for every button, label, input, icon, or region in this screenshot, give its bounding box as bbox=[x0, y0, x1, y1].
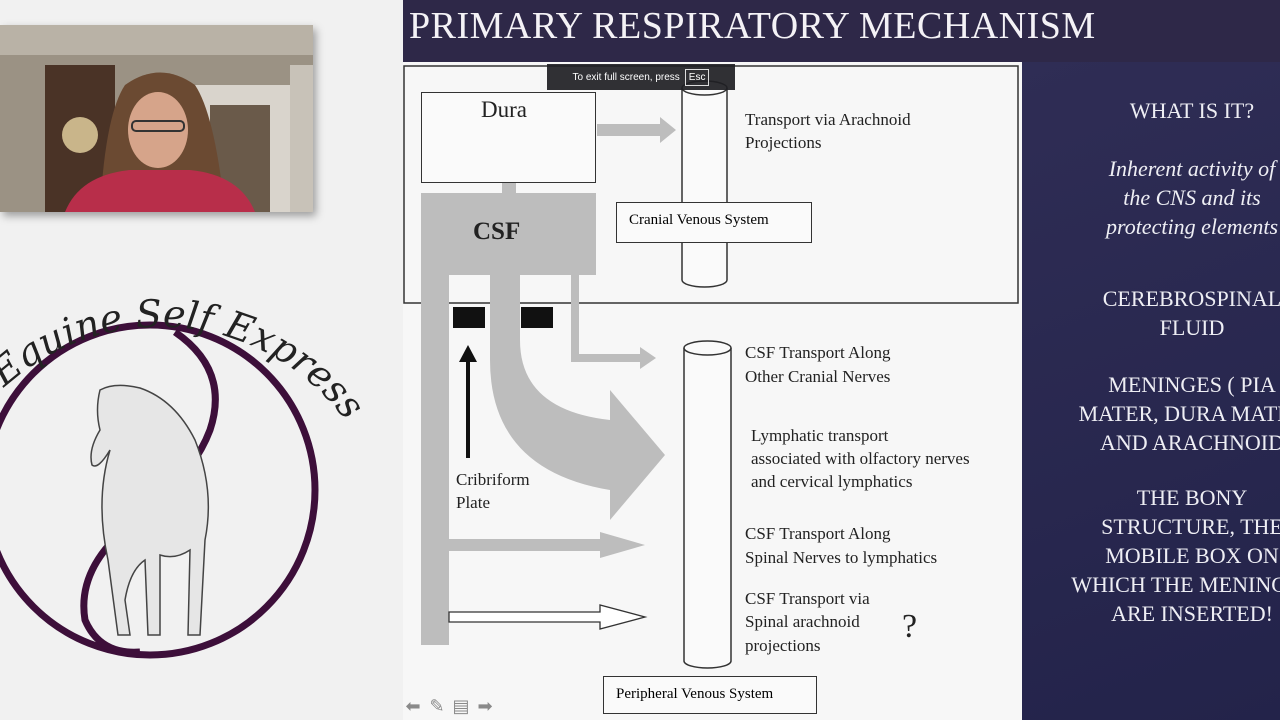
cribriform-arrow bbox=[459, 345, 477, 458]
arrow-right-icon[interactable]: ➡ bbox=[477, 696, 493, 717]
panel-item-line: MATER, DURA MATER bbox=[1078, 401, 1280, 426]
question-mark: ? bbox=[902, 608, 918, 645]
csf-label: CSF bbox=[473, 218, 521, 245]
dura-box bbox=[421, 92, 596, 183]
arrow-spinal-nerves bbox=[449, 532, 645, 558]
cribriform-block bbox=[453, 307, 485, 328]
arrow-spinal-arachnoid bbox=[448, 604, 648, 630]
webcam-video bbox=[0, 25, 313, 212]
cribriform-block bbox=[521, 307, 553, 328]
csf-diagram: Dura CSF Transport via Arachnoid Project… bbox=[403, 62, 1022, 720]
esc-key-badge: Esc bbox=[684, 68, 710, 86]
slide-nav-toolbar: ⬅ ✎ ▤ ➡ bbox=[403, 697, 495, 717]
panel-item-line: FLUID bbox=[1159, 315, 1225, 340]
fullscreen-exit-tooltip: To exit full screen, press Esc bbox=[547, 64, 735, 90]
panel-item-line: MOBILE BOX ON bbox=[1105, 543, 1279, 568]
menu-icon[interactable]: ▤ bbox=[452, 696, 470, 717]
slide-title-bar bbox=[403, 0, 1280, 62]
cranial-venous-cylinder bbox=[681, 80, 728, 288]
spinal-nerves-text: CSF Transport Along bbox=[745, 524, 891, 543]
panel-item-line: THE BONY bbox=[1136, 485, 1248, 510]
csf-block bbox=[421, 193, 596, 275]
panel-item-line: STRUCTURE, THE bbox=[1101, 514, 1280, 539]
arachnoid-text: Projections bbox=[745, 133, 822, 152]
pen-icon[interactable]: ✎ bbox=[429, 696, 445, 717]
cranial-nerves-text: CSF Transport Along bbox=[745, 343, 891, 362]
cranial-nerves-text: Other Cranial Nerves bbox=[745, 367, 891, 386]
tooltip-text: To exit full screen, press bbox=[572, 71, 680, 83]
horse-drawing bbox=[90, 384, 210, 636]
cribriform-label: Cribriform bbox=[456, 470, 530, 489]
lymphatic-text: associated with olfactory nerves bbox=[751, 449, 970, 468]
spinal-arachnoid-text: CSF Transport via bbox=[745, 589, 870, 608]
arrow-lymphatic bbox=[490, 275, 665, 520]
spinal-nerves-text: Spinal Nerves to lymphatics bbox=[745, 548, 938, 567]
peripheral-venous-box: Peripheral Venous System bbox=[603, 676, 817, 714]
arrow-to-arachnoid bbox=[597, 117, 676, 143]
slide-title: PRIMARY RESPIRATORY MECHANISM bbox=[409, 5, 1096, 47]
dura-label: Dura bbox=[481, 97, 527, 122]
arrow-cranial-nerves bbox=[571, 275, 656, 369]
arachnoid-text: Transport via Arachnoid bbox=[745, 110, 911, 129]
webcam-person-image bbox=[0, 25, 313, 212]
arrow-left-icon[interactable]: ⬅ bbox=[405, 696, 421, 717]
panel-item-line: WHICH THE MENINGES bbox=[1071, 572, 1280, 597]
panel-item-line: ARE INSERTED! bbox=[1111, 601, 1273, 626]
panel-italic-line: the CNS and its bbox=[1123, 185, 1261, 210]
spinal-arachnoid-text: Spinal arachnoid bbox=[745, 612, 860, 631]
cribriform-label: Plate bbox=[456, 493, 490, 512]
spinal-flow-bar bbox=[421, 193, 449, 645]
panel-italic-line: Inherent activity of bbox=[1108, 156, 1276, 181]
peripheral-venous-cylinder bbox=[683, 340, 732, 669]
spinal-arachnoid-text: projections bbox=[745, 636, 821, 655]
panel-italic-line: protecting elements bbox=[1105, 214, 1279, 239]
panel-item-line: AND ARACHNOID bbox=[1100, 430, 1280, 455]
lymphatic-text: and cervical lymphatics bbox=[751, 472, 913, 491]
panel-item-line: CEREBROSPINAL bbox=[1102, 286, 1280, 311]
logo: Equine Self Expression bbox=[0, 225, 374, 680]
cranial-venous-box: Cranial Venous System bbox=[616, 202, 812, 243]
panel-heading: WHAT IS IT? bbox=[1129, 98, 1255, 123]
panel-item-line: MENINGES ( PIA bbox=[1108, 372, 1276, 397]
svg-text:Equine Self Expression: Equine Self Expression bbox=[0, 260, 360, 427]
lymphatic-text: Lymphatic transport bbox=[751, 426, 889, 445]
slide-right-panel: WHAT IS IT? Inherent activity of the CNS… bbox=[1022, 62, 1280, 720]
